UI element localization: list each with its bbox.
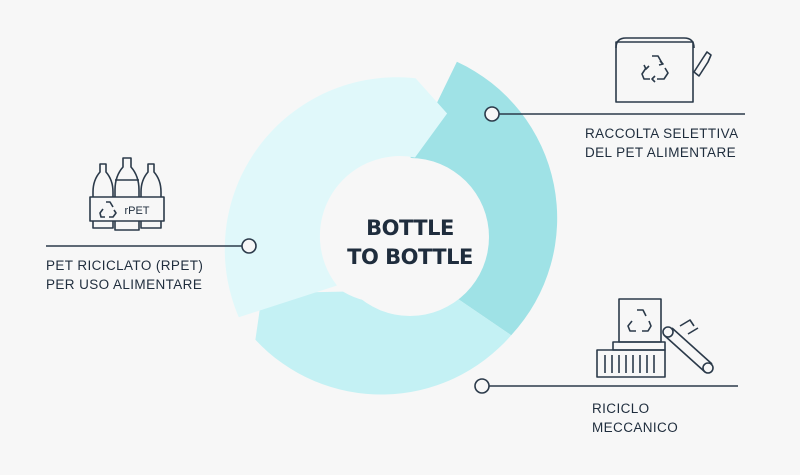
- step-label-recycling: RICICLO MECCANICO: [592, 399, 678, 437]
- recycling-machine-icon: [596, 298, 714, 378]
- step-label-collection: RACCOLTA SELETTIVA DEL PET ALIMENTARE: [585, 124, 739, 162]
- diagram-title: BOTTLE TO BOTTLE: [330, 214, 490, 272]
- connector-lines: [46, 106, 745, 394]
- cycle-ring: [224, 61, 558, 395]
- center-disc: [331, 158, 489, 316]
- segment-collection: [410, 61, 558, 336]
- step-rpet-line-2: PER USO ALIMENTARE: [46, 277, 203, 292]
- recycle-icon: [641, 55, 669, 83]
- conveyor-belt: [662, 319, 714, 374]
- step-recycling-line-2: MECCANICO: [592, 420, 679, 435]
- step-recycling-line-1: RICICLO: [592, 401, 650, 416]
- rpet-pack-label: rPET: [124, 205, 149, 217]
- step-label-rpet: PET RICICLATO (rPET) PER USO ALIMENTARE: [46, 256, 203, 294]
- title-line-1: BOTTLE: [366, 216, 454, 240]
- title-line-2: TO BOTTLE: [347, 245, 473, 269]
- connector-dot-collection: [484, 106, 500, 122]
- recycle-icon: [99, 201, 117, 218]
- step-collection-line-1: RACCOLTA SELETTIVA: [585, 126, 739, 141]
- connector-dot-recycling: [474, 378, 490, 394]
- segment-rpet: [224, 77, 448, 318]
- rpet-bottles-icon: [89, 157, 165, 231]
- segment-recycling: [255, 283, 512, 395]
- collection-bin-icon: [615, 37, 712, 103]
- step-rpet-line-1: PET RICICLATO (rPET): [46, 258, 204, 273]
- connector-dot-rpet: [241, 238, 257, 254]
- recycle-icon: [627, 309, 652, 332]
- step-collection-line-2: DEL PET ALIMENTARE: [585, 145, 736, 160]
